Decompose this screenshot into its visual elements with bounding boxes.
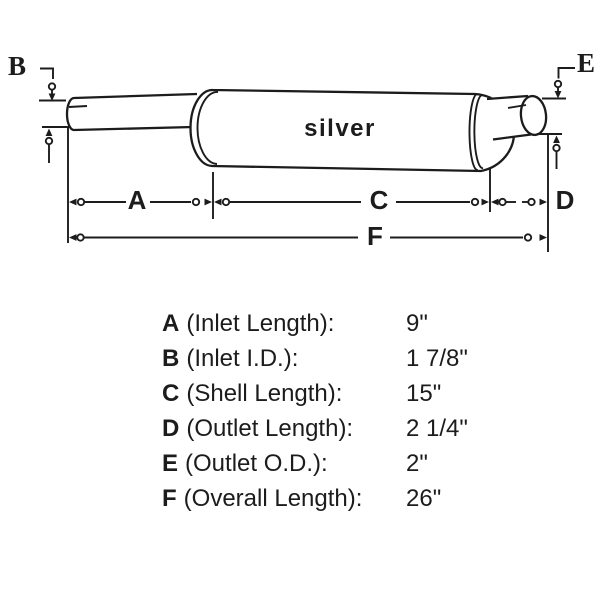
inlet-pipe-end-arc <box>65 96 75 132</box>
dim-a-donut-left <box>76 197 86 207</box>
extension-lines <box>67 127 549 252</box>
muffler-technical-diagram: silver B E <box>8 48 595 252</box>
outlet-pipe-top-edge <box>486 94 529 101</box>
dimension-b: B <box>8 51 70 163</box>
shell-body: silver <box>189 88 516 173</box>
dim-c-arrowhead-left <box>214 198 222 206</box>
dim-label-b: B <box>8 51 26 81</box>
outlet-pipe-bottom-edge <box>492 133 532 141</box>
dim-d-donut-left <box>498 197 507 207</box>
shell-right-seam-arc-outer <box>468 93 479 171</box>
dim-label-d: D <box>556 185 575 215</box>
dim-c-donut-right <box>470 197 480 207</box>
spec-name: (Shell Length): <box>186 380 343 407</box>
dim-a-arrowhead-left <box>69 198 77 206</box>
spec-row-shell-length: C(Shell Length): 15" <box>162 376 582 411</box>
dimension-c: C <box>214 185 489 215</box>
spec-letter: B <box>162 345 180 372</box>
dim-f-donut-right <box>523 233 533 242</box>
dimension-e: E <box>537 48 595 169</box>
dim-e-leader <box>557 67 575 79</box>
spec-value: 9" <box>406 310 428 337</box>
dimension-a: A <box>69 185 212 215</box>
inlet-pipe-id-dash <box>68 105 88 108</box>
dim-a-arrowhead-right <box>204 198 212 206</box>
dim-a-donut-right <box>191 197 201 207</box>
dim-f-donut-left <box>76 233 85 242</box>
dim-b-donut-bottom <box>44 136 54 146</box>
dim-b-arrowhead-down <box>48 93 56 101</box>
spec-value: 2 1/4" <box>406 415 468 442</box>
spec-row-overall-length: F(Overall Length): 26" <box>162 481 582 516</box>
spec-value: 1 7/8" <box>406 345 468 372</box>
inlet-pipe <box>65 92 198 132</box>
dim-d-arrowhead-left <box>491 198 499 206</box>
outlet-pipe-id-dash <box>507 104 527 109</box>
spec-value: 2" <box>406 450 428 477</box>
spec-name: (Outlet Length): <box>186 415 354 442</box>
dim-e-donut-top <box>553 79 563 89</box>
dim-c-arrowhead-right <box>481 198 489 206</box>
shell-left-seam-arc <box>196 91 219 165</box>
spec-name: (Inlet I.D.): <box>186 345 299 372</box>
dimension-f: F <box>69 221 547 251</box>
shell-right-seam-arc-inner <box>473 94 484 169</box>
outlet-pipe-end-face <box>519 94 548 137</box>
dim-b-arrowhead-up <box>45 128 53 136</box>
spec-row-outlet-od: E(Outlet O.D.): 2" <box>162 446 582 481</box>
dim-label-c: C <box>370 185 389 215</box>
dim-f-arrowhead-right <box>539 234 547 241</box>
dim-d-arrowhead-right <box>539 198 547 206</box>
dimension-d: D <box>491 185 574 215</box>
inlet-pipe-bottom-edge <box>73 125 194 132</box>
spec-value: 26" <box>406 485 442 512</box>
dim-label-f: F <box>367 221 383 251</box>
shell-color-label: silver <box>304 115 376 142</box>
dim-f-arrowhead-left <box>69 234 77 241</box>
spec-row-inlet-id: B(Inlet I.D.): 1 7/8" <box>162 341 582 376</box>
dim-b-leader <box>40 67 54 79</box>
spec-letter: F <box>162 485 177 512</box>
inlet-pipe-top-edge <box>73 92 198 100</box>
dim-d-donut-right <box>527 197 536 207</box>
dim-b-donut-top <box>47 82 57 91</box>
spec-row-outlet-length: D(Outlet Length): 2 1/4" <box>162 411 582 446</box>
spec-name: (Outlet O.D.): <box>185 450 328 477</box>
spec-letter: A <box>162 310 180 337</box>
dim-e-arrowhead-down <box>554 91 562 99</box>
spec-letter: D <box>162 415 180 442</box>
spec-letter: E <box>162 450 179 477</box>
dim-label-e: E <box>577 48 595 78</box>
spec-list: A(Inlet Length):9" B(Inlet I.D.):1 7/8" … <box>162 306 582 516</box>
spec-value: 15" <box>406 380 442 407</box>
dim-e-arrowhead-up <box>553 135 560 143</box>
dim-label-a: A <box>128 185 147 215</box>
spec-name: (Inlet Length): <box>186 310 335 337</box>
spec-letter: C <box>162 380 180 407</box>
dim-c-donut-left <box>221 197 231 207</box>
outlet-pipe <box>486 94 548 141</box>
dim-e-donut-bottom <box>552 143 561 153</box>
spec-row-inlet-length: A(Inlet Length): 9" <box>162 306 582 341</box>
spec-name: (Overall Length): <box>183 485 363 512</box>
